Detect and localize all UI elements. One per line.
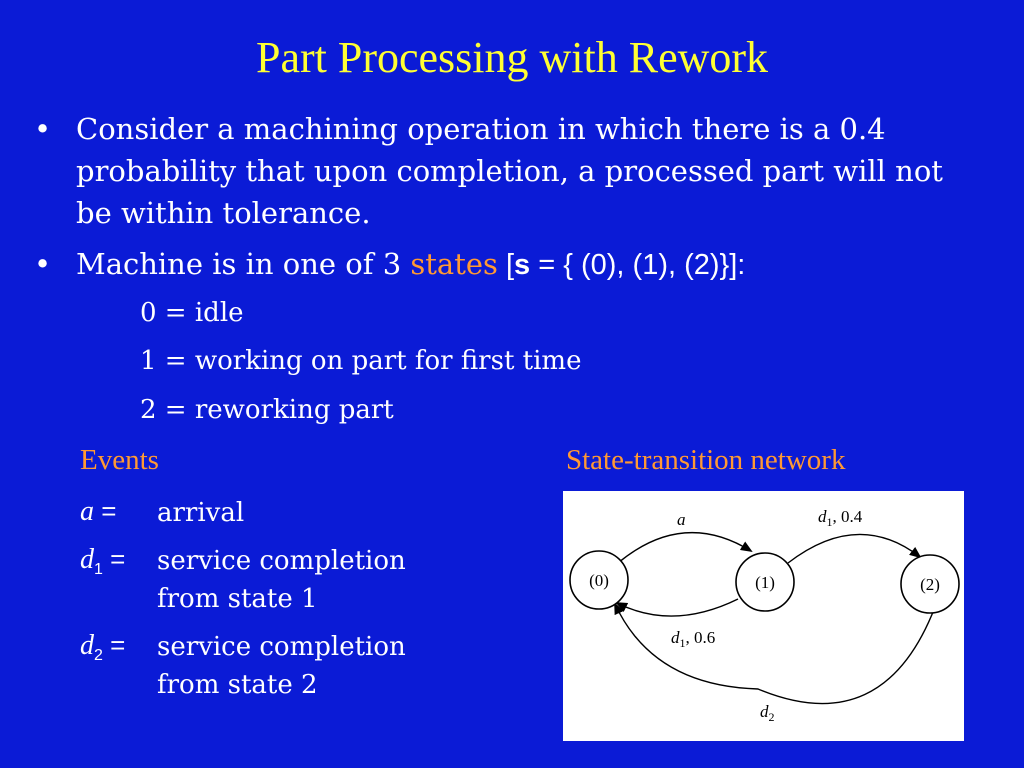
diagram-svg: (0) (1) (2) a d1, 0.4 d1, 0.6 d2	[569, 507, 960, 724]
state-set-definition: = { (0), (1), (2)}]:	[530, 249, 746, 281]
bullet-machining-operation: • Consider a machining operation in whic…	[34, 108, 954, 238]
event-d2-description: service completion from state 2	[157, 632, 406, 700]
bullet-marker: •	[34, 247, 52, 281]
edge-label-d1-rework: d1, 0.4	[818, 507, 863, 529]
state-set-symbol: s	[514, 249, 531, 281]
edge-d2	[614, 602, 936, 705]
states-highlight: states	[410, 247, 498, 281]
bullet-prefix: Machine is in one of 3	[76, 247, 411, 281]
node-label: (1)	[755, 573, 775, 592]
edge-d1-done	[615, 598, 739, 617]
edge-d1-rework	[787, 533, 922, 564]
events-heading: Events	[80, 444, 159, 476]
node-state-1: (1)	[735, 552, 795, 612]
bullet-text: Consider a machining operation in which …	[76, 112, 943, 230]
node-label: (0)	[589, 571, 609, 590]
edge-label-a: a	[677, 510, 686, 529]
bullet-machine-states: • Machine is in one of 3 states [s = { (…	[34, 243, 954, 287]
event-d2-symbol: d2 =	[80, 630, 126, 665]
edge-label-d2: d2	[760, 702, 775, 724]
slide-title: Part Processing with Rework	[255, 33, 769, 82]
bracket-open: [	[497, 249, 515, 281]
bullet-marker: •	[34, 112, 52, 146]
event-d1-symbol: d1 =	[80, 544, 126, 579]
bullet-text: Machine is in one of 3 states [s = { (0)…	[76, 243, 745, 286]
node-state-0: (0)	[569, 550, 629, 610]
event-a-description: arrival	[157, 498, 245, 528]
node-label: (2)	[920, 575, 940, 594]
state-def-0: 0 = idle	[140, 298, 244, 328]
network-heading: State-transition network	[566, 444, 846, 476]
edge-label-d1-done: d1, 0.6	[671, 628, 715, 650]
state-def-1: 1 = working on part for first time	[140, 346, 582, 376]
event-a-symbol: a =	[80, 496, 117, 527]
state-transition-diagram: (0) (1) (2) a d1, 0.4 d1, 0.6 d2	[563, 491, 964, 741]
edge-a	[617, 531, 753, 564]
event-d1-description: service completion from state 1	[157, 546, 406, 614]
state-def-2: 2 = reworking part	[140, 395, 394, 425]
node-state-2: (2)	[900, 554, 960, 614]
